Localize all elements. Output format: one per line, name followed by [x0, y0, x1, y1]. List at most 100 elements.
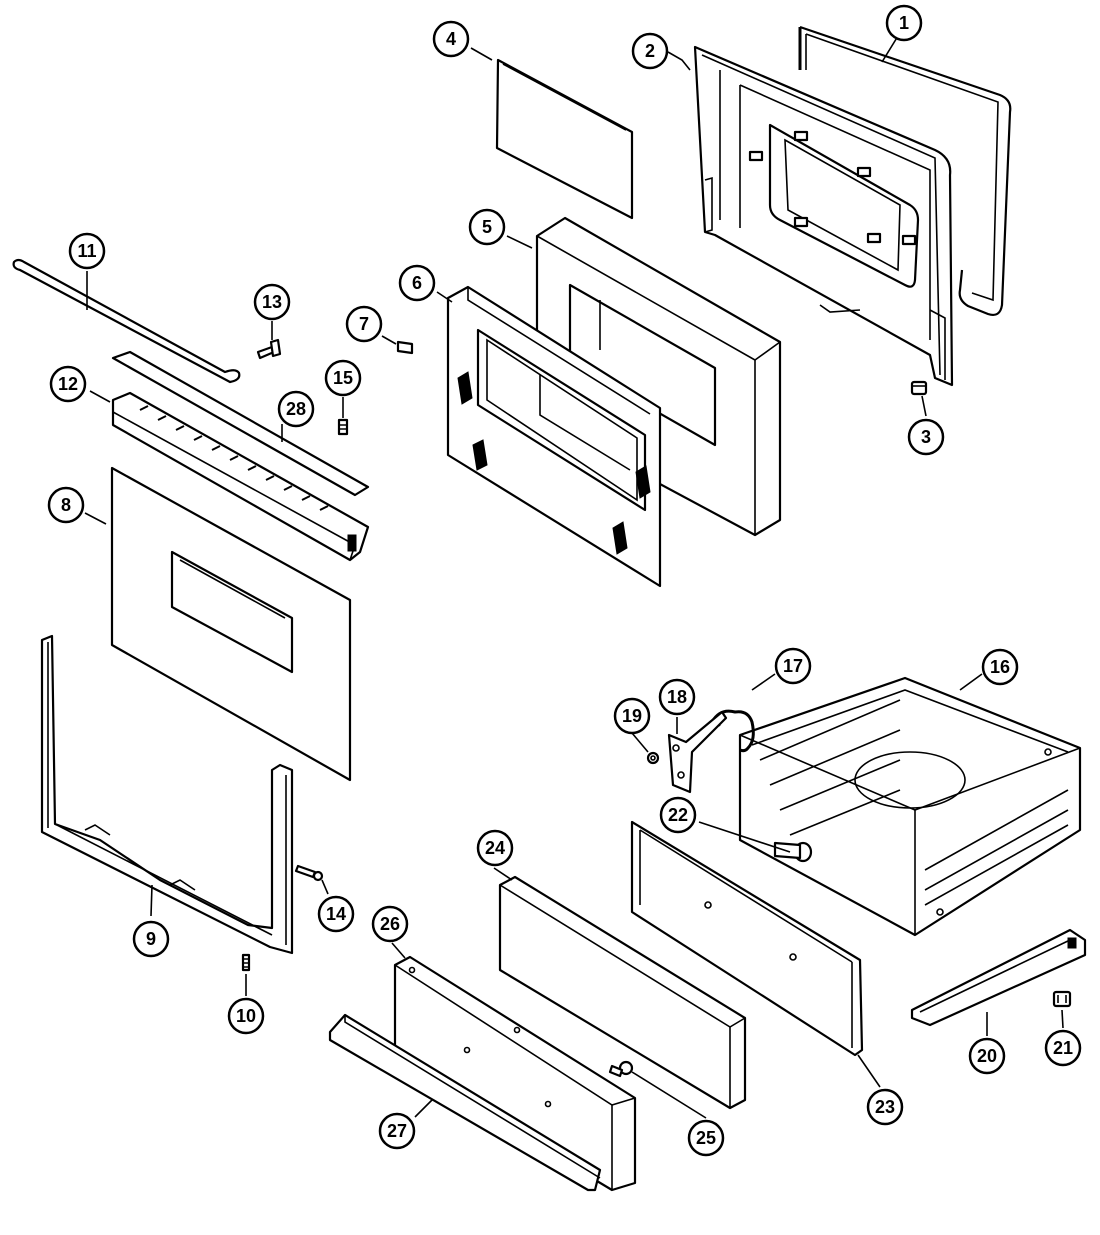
leader-1 — [881, 35, 899, 63]
callout-19: 19 — [613, 697, 651, 735]
svg-text:8: 8 — [61, 495, 71, 515]
leader-25 — [631, 1071, 707, 1119]
leader-2 — [667, 51, 691, 71]
part-19-nut — [646, 751, 660, 765]
leader-24 — [493, 867, 513, 881]
part-12-vent-trim — [111, 391, 370, 562]
part-6-door-liner — [446, 285, 662, 588]
leader-26 — [391, 942, 406, 959]
leader-6 — [436, 291, 453, 303]
svg-text:16: 16 — [990, 657, 1010, 677]
svg-text:15: 15 — [333, 368, 353, 388]
callout-10: 10 — [227, 997, 265, 1035]
callout-23: 23 — [866, 1088, 904, 1126]
part-9-door-frame — [40, 634, 294, 955]
part-20-drawer-slide — [910, 928, 1087, 1027]
callout-26: 26 — [371, 905, 409, 943]
callout-8: 8 — [47, 486, 85, 524]
leader-8 — [84, 512, 107, 525]
callout-28: 28 — [277, 390, 315, 428]
svg-text:23: 23 — [875, 1097, 895, 1117]
leader-lines — [84, 35, 1064, 1119]
leader-9 — [150, 884, 153, 917]
leader-21 — [1061, 1009, 1064, 1029]
callout-12: 12 — [49, 365, 87, 403]
svg-text:17: 17 — [783, 656, 803, 676]
svg-text:27: 27 — [387, 1121, 407, 1141]
part-28-handle-strip — [111, 350, 370, 497]
svg-text:12: 12 — [58, 374, 78, 394]
part-7-block — [396, 340, 414, 355]
callout-5: 5 — [468, 208, 506, 246]
leader-14 — [321, 879, 329, 895]
part-14-screw — [294, 864, 324, 882]
callout-18: 18 — [658, 678, 696, 716]
svg-text:20: 20 — [977, 1046, 997, 1066]
callout-16: 16 — [981, 648, 1019, 686]
svg-text:19: 19 — [622, 706, 642, 726]
part-21-clip — [1052, 990, 1072, 1008]
callout-11: 11 — [68, 232, 106, 270]
leader-22 — [698, 821, 791, 853]
callout-9: 9 — [132, 920, 170, 958]
leader-17 — [751, 673, 776, 691]
callout-25: 25 — [687, 1119, 725, 1157]
callout-27: 27 — [378, 1112, 416, 1150]
svg-text:24: 24 — [485, 838, 505, 858]
part-2-inner-door-panel — [693, 45, 954, 387]
svg-text:25: 25 — [696, 1128, 716, 1148]
callout-22: 22 — [659, 796, 697, 834]
svg-text:2: 2 — [645, 41, 655, 61]
leader-16 — [959, 673, 983, 691]
svg-text:6: 6 — [412, 273, 422, 293]
part-25-screw — [608, 1060, 634, 1078]
callout-14: 14 — [317, 895, 355, 933]
callout-20: 20 — [968, 1037, 1006, 1075]
leader-4 — [470, 47, 493, 61]
svg-text:7: 7 — [359, 314, 369, 334]
part-27-handle-bar — [328, 1013, 602, 1192]
svg-text:21: 21 — [1053, 1038, 1073, 1058]
part-15-screw — [337, 418, 349, 436]
leader-7 — [381, 335, 397, 345]
part-16-drawer-body — [738, 676, 1082, 937]
svg-text:22: 22 — [668, 805, 688, 825]
part-8-outer-door-panel — [110, 466, 352, 782]
part-11-handle-rod — [12, 258, 241, 384]
leader-19 — [631, 732, 649, 753]
svg-text:1: 1 — [899, 13, 909, 33]
svg-text:13: 13 — [262, 292, 282, 312]
part-3-clip — [910, 380, 928, 396]
part-10-screw — [241, 953, 251, 972]
part-23-drawer-front — [630, 820, 864, 1057]
svg-text:9: 9 — [146, 929, 156, 949]
callout-15: 15 — [324, 359, 362, 397]
callout-2: 2 — [631, 32, 669, 70]
leader-12 — [89, 390, 111, 403]
part-18-bracket — [667, 710, 728, 794]
svg-text:5: 5 — [482, 217, 492, 237]
leader-23 — [857, 1054, 881, 1088]
svg-text:26: 26 — [380, 914, 400, 934]
callout-7: 7 — [345, 305, 383, 343]
part-13-screw — [256, 338, 282, 360]
part-26-drawer-panel — [393, 955, 637, 1192]
svg-text:28: 28 — [286, 399, 306, 419]
leader-27 — [414, 1099, 433, 1118]
callout-21: 21 — [1044, 1029, 1082, 1067]
leader-5 — [506, 235, 533, 249]
svg-text:4: 4 — [446, 29, 456, 49]
svg-text:3: 3 — [921, 427, 931, 447]
svg-text:10: 10 — [236, 1006, 256, 1026]
leader-3 — [921, 395, 927, 417]
callout-17: 17 — [774, 647, 812, 685]
callout-13: 13 — [253, 283, 291, 321]
callout-1: 1 — [885, 4, 923, 42]
part-4-door-glass — [495, 58, 634, 220]
svg-text:14: 14 — [326, 904, 346, 924]
callout-4: 4 — [432, 20, 470, 58]
svg-text:11: 11 — [77, 241, 96, 261]
part-24-insulation-block — [498, 875, 747, 1110]
callout-24: 24 — [476, 829, 514, 867]
